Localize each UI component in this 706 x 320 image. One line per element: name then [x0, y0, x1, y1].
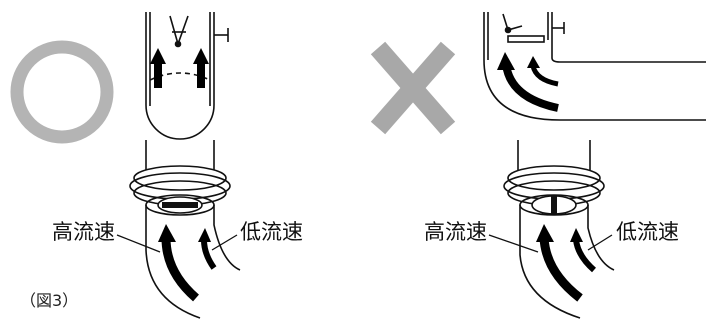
correct-circle-icon — [10, 40, 114, 144]
float-sensor — [169, 15, 189, 48]
upward-flow-arrows — [150, 48, 209, 88]
label-high-flow-left: 高流速 — [52, 220, 115, 244]
label-low-flow-right: 低流速 — [616, 220, 679, 244]
label-high-flow-right: 高流速 — [424, 220, 487, 244]
curved-flow-arrows-right — [536, 224, 597, 302]
curved-flow-arrows — [158, 224, 217, 302]
right-panel — [370, 12, 706, 319]
label-leaders-right — [488, 234, 613, 253]
elbow-pipe — [483, 12, 706, 121]
upper-tube — [145, 12, 229, 140]
float-sensor-tilted — [502, 13, 545, 43]
left-panel — [10, 12, 241, 319]
damper-valve — [157, 196, 203, 214]
label-low-flow-left: 低流速 — [240, 220, 303, 244]
label-leaders — [116, 234, 238, 253]
figure-caption: （図3） — [20, 291, 79, 310]
lower-pipe-right — [503, 140, 615, 319]
elbow-flow-arrows — [497, 52, 559, 112]
damper-valve-vertical — [531, 195, 577, 215]
wrong-cross-icon — [370, 41, 456, 135]
